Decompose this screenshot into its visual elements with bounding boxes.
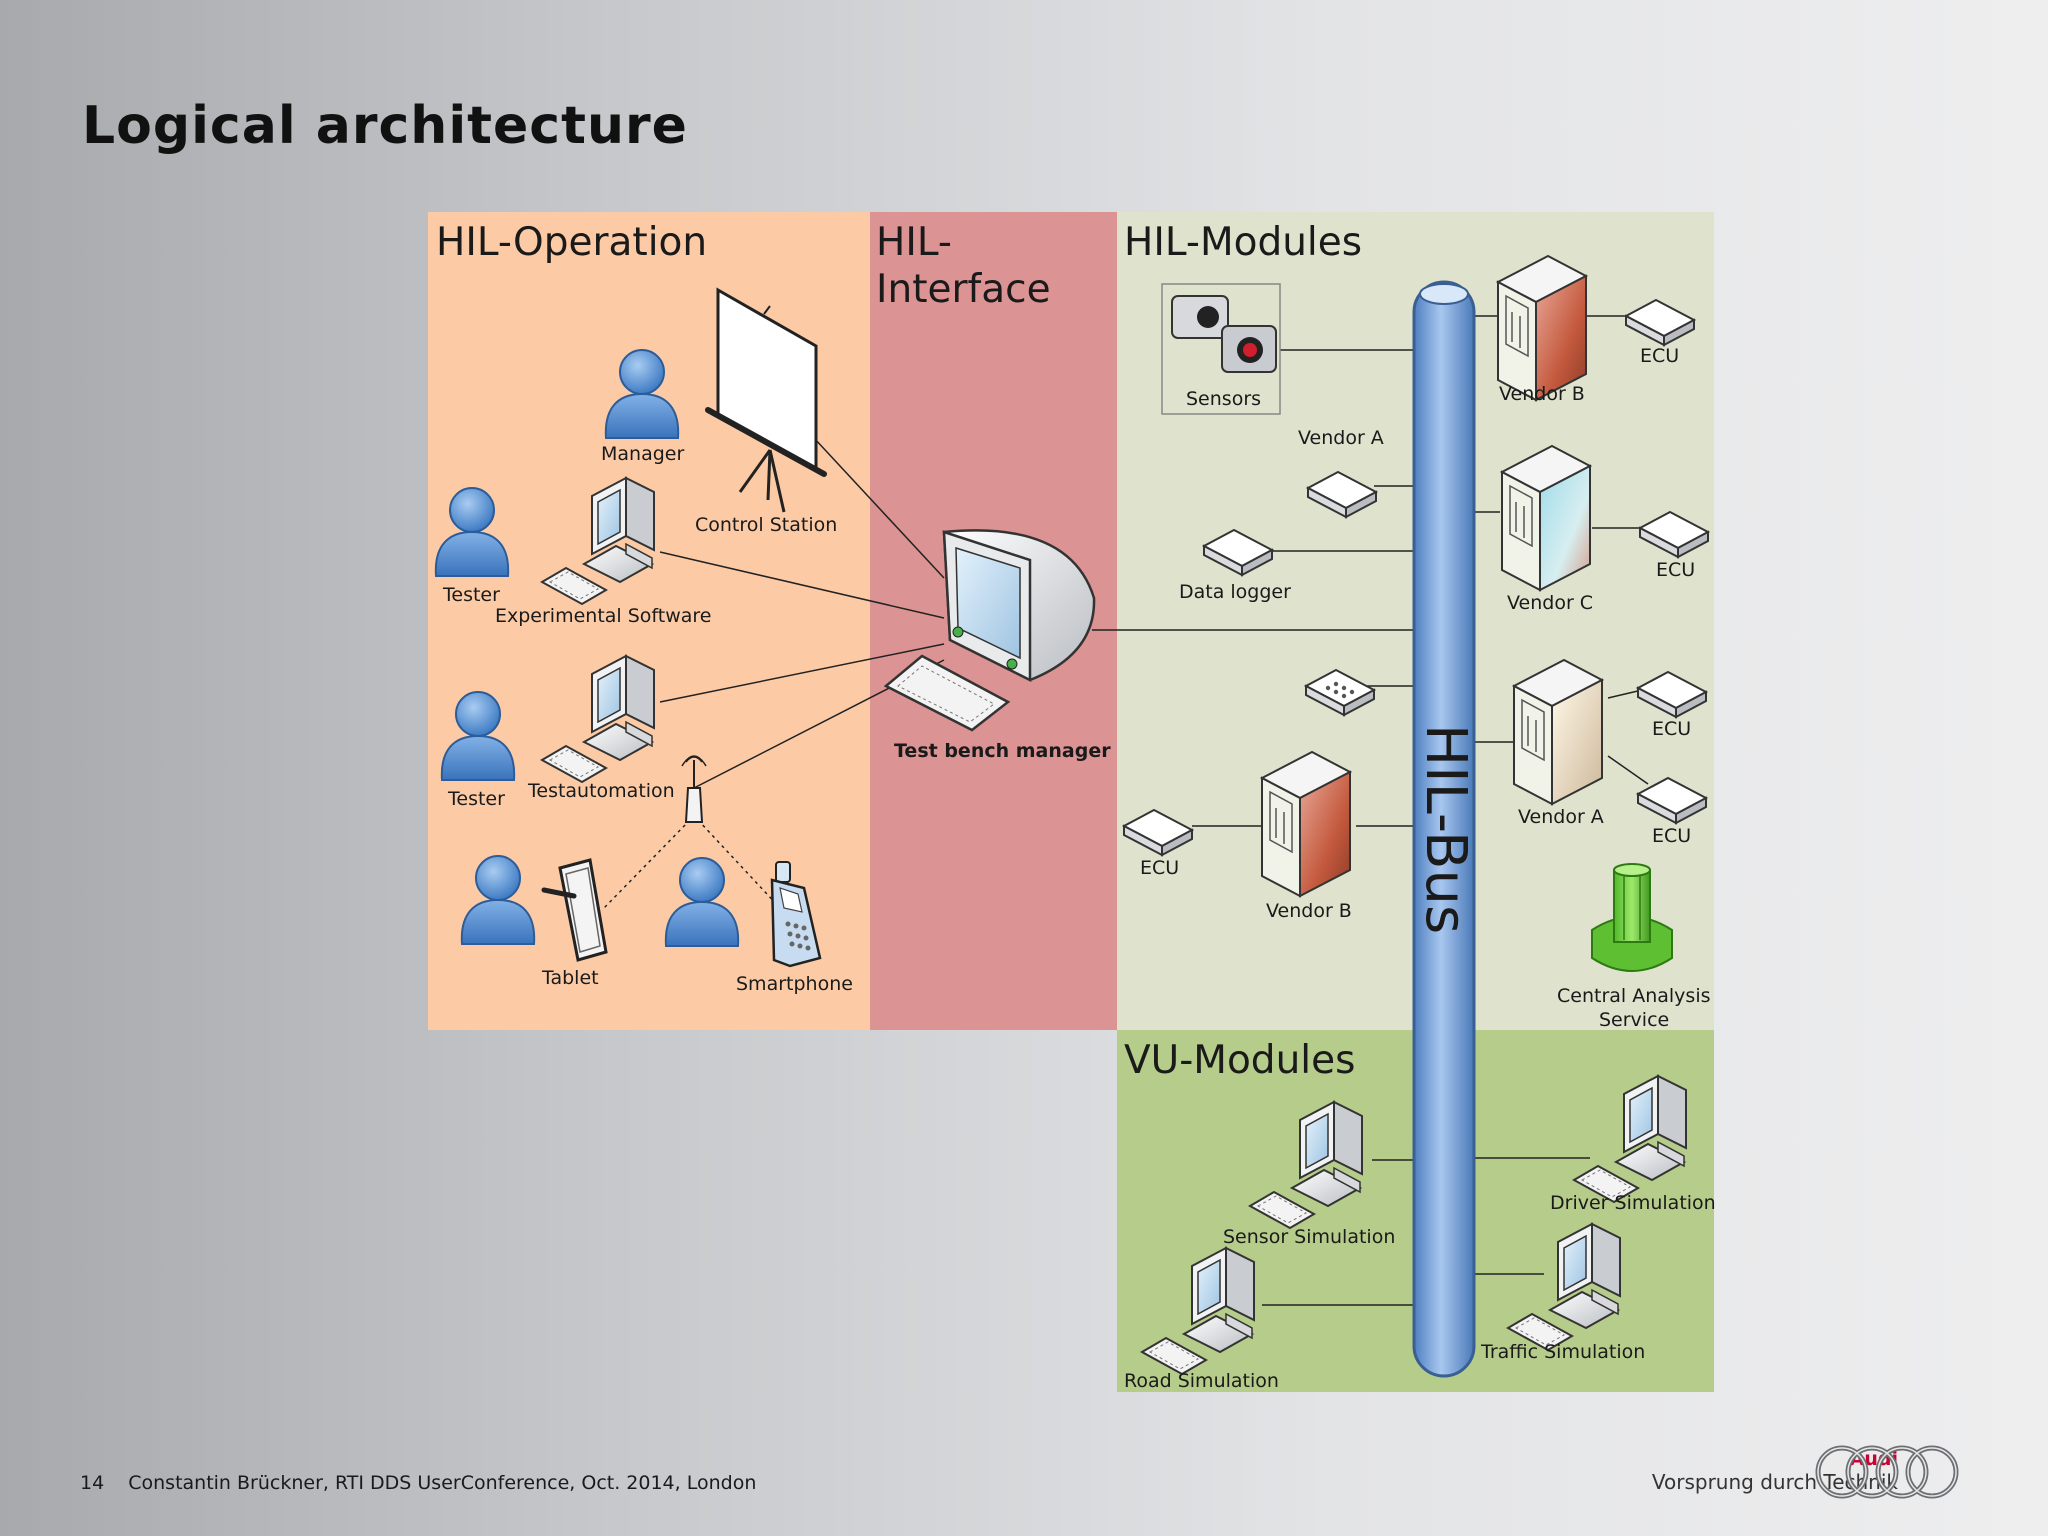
page-number: 14 [80, 1472, 105, 1494]
slide-title: Logical architecture [82, 96, 688, 156]
projection-screen-icon [705, 287, 827, 513]
ecu-left-label: ECU [1140, 857, 1179, 879]
central-analysis-label-line1: Central Analysis [1557, 985, 1711, 1007]
data-logger-label: Data logger [1179, 581, 1291, 603]
vendor-b-left-server-icon [1261, 751, 1351, 897]
vendor-c-server-icon [1501, 445, 1591, 591]
sensor-simulation-label: Sensor Simulation [1223, 1226, 1395, 1248]
hil-bus-label: HIL-Bus [1413, 724, 1478, 934]
tester-label: Tester [447, 788, 505, 810]
connection-lines [659, 315, 1649, 1306]
vendor-b-right-label: Vendor B [1499, 383, 1585, 405]
zone-title-vu-modules: VU-Modules [1124, 1038, 1355, 1083]
test-bench-manager-monitor-icon [883, 529, 1096, 732]
vendor-a-top-label: Vendor A [1298, 427, 1384, 449]
audi-rings-logo [1815, 1445, 1959, 1499]
ecu-vendor-a1-label: ECU [1652, 718, 1691, 740]
vendor-a-right-server-icon [1513, 659, 1603, 805]
footer: 14 Constantin Brückner, RTI DDS UserConf… [80, 1472, 756, 1494]
control-station-label: Control Station [695, 514, 837, 536]
tester-label: Tester [442, 584, 500, 606]
vendor-b-left-label: Vendor B [1266, 900, 1352, 922]
sensors-box [1161, 283, 1281, 415]
vendor-b-right-server-icon [1497, 255, 1587, 401]
test-bench-manager-label: Test bench manager [894, 740, 1111, 762]
driver-simulation-label: Driver Simulation [1550, 1192, 1716, 1214]
wireless-access-point-icon [681, 755, 707, 823]
tablet-label: Tablet [541, 967, 599, 989]
vendor-a-right-label: Vendor A [1518, 806, 1604, 828]
vendor-c-label: Vendor C [1507, 592, 1593, 614]
central-analysis-label-line2: Service [1599, 1009, 1669, 1031]
zone-title-hil-operation: HIL-Operation [436, 220, 707, 265]
sensors-label: Sensors [1186, 388, 1261, 410]
testautomation-label: Testautomation [527, 780, 675, 802]
smartphone-label: Smartphone [736, 973, 853, 995]
road-simulation-label: Road Simulation [1124, 1370, 1279, 1392]
tablet-icon [541, 858, 608, 962]
switch-device-icon [1305, 669, 1375, 716]
manager-label: Manager [601, 443, 684, 465]
wireless-links [603, 819, 781, 909]
traffic-simulation-label: Traffic Simulation [1480, 1341, 1645, 1363]
ecu-vendor-c-label: ECU [1656, 559, 1695, 581]
zone-title-hil-interface-line2: Interface [876, 267, 1051, 312]
smartphone-icon [770, 861, 822, 968]
ecu-vendor-b-label: ECU [1640, 345, 1679, 367]
experimental-software-label: Experimental Software [495, 605, 712, 627]
hil-bus: HIL-Bus [1412, 280, 1478, 1378]
central-analysis-service-icon [1591, 863, 1673, 972]
zone-title-hil-modules: HIL-Modules [1124, 220, 1362, 265]
footer-text: Constantin Brückner, RTI DDS UserConfere… [128, 1472, 757, 1494]
zone-title-hil-interface-line1: HIL- [876, 220, 952, 265]
sensors-camera-icon [1171, 295, 1277, 373]
ecu-vendor-a2-label: ECU [1652, 825, 1691, 847]
